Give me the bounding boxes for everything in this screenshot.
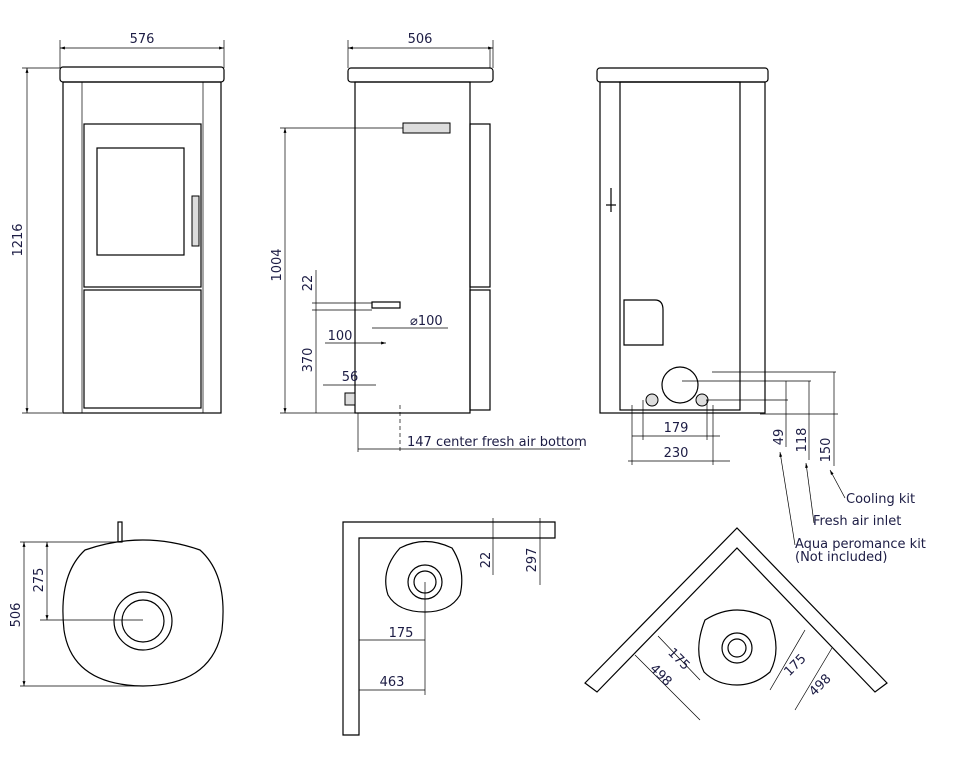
front-height-label: 1216: [11, 223, 26, 256]
corner-dim-463: 463: [380, 675, 405, 690]
top-depth-label: 506: [9, 603, 24, 628]
side-dim-370: 370: [301, 348, 316, 373]
corner-view: 22 297 175 463: [342, 518, 556, 736]
side-view: 506 1004 22 370 ⌀100 100 56 147 center f…: [270, 32, 587, 452]
side-diameter-label: ⌀100: [410, 314, 443, 329]
front-view: 576 1216: [11, 32, 225, 414]
corner-dim-22: 22: [479, 552, 494, 569]
fresh-air-note: 147 center fresh air bottom: [407, 435, 587, 450]
diag-dim-498-left: 498: [646, 661, 674, 689]
corner-dim-297: 297: [525, 548, 540, 573]
rear-dim-49: 49: [772, 429, 787, 446]
front-width-label: 576: [130, 32, 155, 47]
side-width-label: 506: [408, 32, 433, 47]
rear-dim-150: 150: [819, 438, 834, 463]
side-height-label: 1004: [270, 248, 285, 281]
callout-aqua-kit: Aqua peromance kit: [795, 537, 926, 552]
diag-dim-175-left: 175: [664, 645, 692, 673]
top-center-label: 275: [32, 568, 47, 593]
diag-dim-498-right: 498: [806, 671, 834, 699]
diag-dim-175-right: 175: [781, 651, 809, 679]
side-dim-100: 100: [328, 329, 353, 344]
rear-dim-230: 230: [664, 446, 689, 461]
rear-view: 179 230 49 118 150 Cooling kit Fresh air…: [596, 67, 926, 565]
side-dim-22: 22: [301, 275, 316, 292]
callout-cooling-kit: Cooling kit: [846, 492, 915, 507]
top-view: 506 275: [9, 521, 224, 687]
corner-dim-175: 175: [389, 626, 414, 641]
rear-dim-118: 118: [795, 428, 810, 453]
rear-dim-179: 179: [664, 421, 689, 436]
callout-fresh-air-inlet: Fresh air inlet: [813, 514, 901, 529]
side-dim-56: 56: [342, 370, 359, 385]
callout-aqua-note: (Not included): [795, 550, 887, 565]
